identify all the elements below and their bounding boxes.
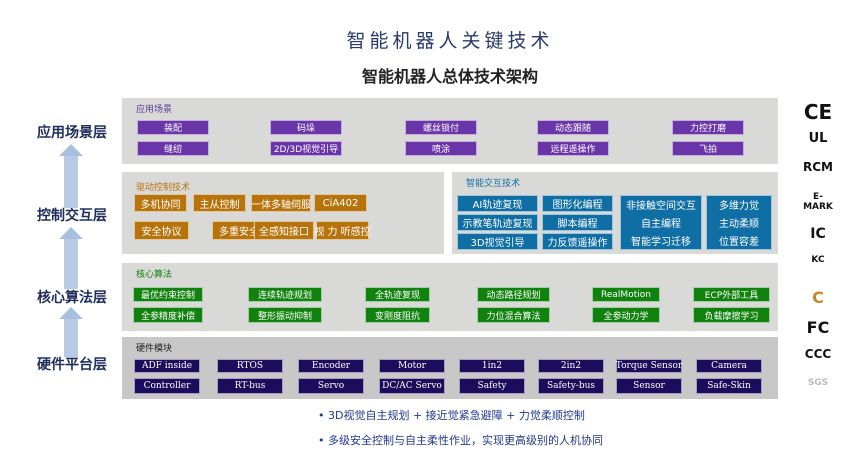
drive-tech-item: 多机协同 xyxy=(134,194,187,212)
hardware-module: Servo xyxy=(298,378,364,394)
certification-logo-sgs: SGS xyxy=(807,378,829,388)
algorithm-item: 变刚度阻抗 xyxy=(365,307,430,323)
hardware-module: RT-bus xyxy=(217,378,283,394)
hardware-module: Sensor xyxy=(616,378,682,394)
application-panel: 应用场景 装配缝纫 码垛 2D/3D视觉引导 螺丝锁付喷涂 动态跟随远程遥操作 力控打磨飞… xyxy=(122,98,778,164)
certification-logo-ul: UL xyxy=(808,131,828,146)
interaction-item: 图形化编程 xyxy=(542,195,613,212)
hardware-module: Torque Sensor xyxy=(615,359,683,373)
algorithm-item: 负载摩擦学习 xyxy=(693,307,770,323)
page-title: 智能机器人关键技术 xyxy=(346,30,554,52)
application-item: 码垛 xyxy=(270,120,342,135)
layer-label-algorithm: 核心算法层 xyxy=(37,290,107,306)
up-arrow-icon xyxy=(59,227,83,289)
drive-tech-item: 视 力 听感控 xyxy=(314,221,371,240)
panel-title: 驱动控制技术 xyxy=(136,183,191,193)
interaction-item: 3D视觉引导 xyxy=(457,233,538,250)
bullet-point: • 多级安全控制与自主柔性作业，实现更高级别的人机协同 xyxy=(318,434,603,447)
algorithm-item: 全轨迹复现 xyxy=(365,287,430,302)
interaction-item: 智能学习迁移 xyxy=(631,236,691,248)
interaction-group: 多维力觉主动柔顺位置容差 xyxy=(706,195,772,250)
hardware-module: Safe-Skin xyxy=(696,378,762,394)
certification-logo-c: C xyxy=(812,288,824,307)
algorithm-item: 整形振动抑制 xyxy=(248,307,322,323)
hardware-module: DC/AC Servo xyxy=(379,378,445,394)
layer-label-application: 应用场景层 xyxy=(37,125,107,141)
algorithm-item: 力位混合算法 xyxy=(477,307,550,323)
certification-logo-ce: CE xyxy=(803,100,833,124)
application-item: 力控打磨 xyxy=(672,120,744,135)
interaction-item: 多维力觉 xyxy=(719,201,759,213)
algorithm-item: 全参精度补偿 xyxy=(133,307,203,323)
layer-label-hardware: 硬件平台层 xyxy=(37,357,107,373)
certification-logo-fc: FC xyxy=(806,318,830,337)
application-item: 远程遥操作 xyxy=(537,141,609,156)
algorithm-item: ECP外部工具 xyxy=(693,287,770,302)
algorithm-item: 最优约束控制 xyxy=(133,287,203,302)
certification-logo-ic: IC xyxy=(810,226,826,242)
hardware-module: Controller xyxy=(134,378,200,394)
hardware-module: Safety-bus xyxy=(538,378,604,394)
up-arrow-icon xyxy=(59,144,83,208)
application-item: 2D/3D视觉引导 xyxy=(270,141,342,156)
hardware-module: Camera xyxy=(696,359,762,373)
drive-tech-item: 主从控制 xyxy=(193,194,246,212)
panel-title: 应用场景 xyxy=(136,105,173,115)
diagram-subtitle: 智能机器人总体技术架构 xyxy=(361,67,538,86)
panel-title: 硬件模块 xyxy=(136,344,173,354)
hardware-module: 1in2 xyxy=(459,359,525,373)
bullet-point: • 3D视觉自主规划 + 接近觉紧急避障 + 力觉柔顺控制 xyxy=(318,409,585,422)
hardware-module: 2in2 xyxy=(538,359,604,373)
certification-logo-ccc: CCC xyxy=(804,347,832,361)
panel-title: 核心算法 xyxy=(136,270,173,280)
application-item: 动态跟随 xyxy=(537,120,609,135)
drive-tech-item: CiA402 xyxy=(314,194,367,212)
interaction-item: 非接触空间交互 xyxy=(626,201,696,213)
interaction-group: 非接触空间交互自主编程智能学习迁移 xyxy=(620,195,702,250)
application-item: 喷涂 xyxy=(405,141,477,156)
application-item: 装配 xyxy=(137,120,209,135)
up-arrow-icon xyxy=(59,307,83,357)
certification-logo-kc: KC xyxy=(811,255,825,265)
certification-logo-e-mark: E-MARK xyxy=(803,192,833,212)
application-item: 飞拍 xyxy=(672,141,744,156)
hardware-module: RTOS xyxy=(217,359,283,373)
bullet-text: 多级安全控制与自主柔性作业，实现更高级别的人机协同 xyxy=(328,434,603,447)
interaction-item: AI轨迹复现 xyxy=(457,195,538,212)
bullet-text: 3D视觉自主规划 + 接近觉紧急避障 + 力觉柔顺控制 xyxy=(328,409,585,422)
interaction-item: 自主编程 xyxy=(641,218,681,230)
hardware-module: Safety xyxy=(459,378,525,394)
application-item: 螺丝锁付 xyxy=(405,120,477,135)
hardware-module: Motor xyxy=(379,359,445,373)
algorithm-item: 全参动力学 xyxy=(592,307,660,323)
certification-logo-rcm: RCM xyxy=(803,160,833,174)
application-item: 缝纫 xyxy=(137,141,209,156)
interaction-item: 力反馈遥操作 xyxy=(542,233,613,250)
layer-label-control: 控制交互层 xyxy=(37,208,107,224)
algorithm-item: RealMotion xyxy=(592,287,660,302)
interaction-item: 主动柔顺 xyxy=(719,218,759,230)
panel-title: 智能交互技术 xyxy=(466,179,521,189)
hardware-module: ADF inside xyxy=(134,359,200,373)
algorithm-panel: 核心算法 最优约束控制全参精度补偿 连续轨迹规划整形振动抑制 全轨迹复现变刚度阻抗 动… xyxy=(122,263,778,331)
interaction-item: 示教笔轨迹复现 xyxy=(457,214,538,231)
hardware-module: Encoder xyxy=(298,359,364,373)
algorithm-item: 连续轨迹规划 xyxy=(248,287,322,302)
drive-tech-item: 全感知接口 xyxy=(254,221,314,240)
interaction-item: 位置容差 xyxy=(719,236,759,248)
algorithm-item: 动态路径规划 xyxy=(477,287,550,302)
drive-tech-item: 安全协议 xyxy=(134,221,189,240)
interaction-item: 脚本编程 xyxy=(542,214,613,231)
drive-tech-item: 一体多轴伺服 xyxy=(251,194,311,212)
